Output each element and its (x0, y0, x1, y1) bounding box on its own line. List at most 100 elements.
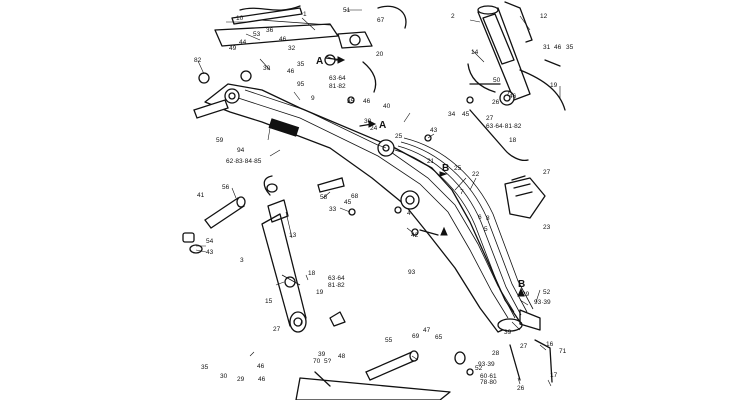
part-label: 52 (475, 365, 483, 372)
part-label: 43 (206, 249, 214, 256)
part-label: 27 (486, 115, 494, 122)
part-label: 81·82 (328, 282, 345, 289)
part-label: 34 (448, 111, 456, 118)
part-label: 63·64 (328, 275, 345, 282)
part-label: 27 (543, 169, 551, 176)
section-markers (325, 56, 525, 297)
part-label: 32 (288, 45, 296, 52)
part-label: 26 (492, 99, 500, 106)
part-label: 47 (423, 327, 431, 334)
part-label: 30 (364, 118, 372, 125)
part-label: 71 (559, 348, 567, 355)
part-label: 19 (550, 82, 558, 89)
part-label: 46 (509, 93, 517, 100)
part-label: 45 (344, 199, 352, 206)
part-label: 60·61 (480, 373, 497, 380)
part-label: 41 (197, 192, 205, 199)
part-label: 46 (554, 44, 562, 51)
part-label: 27 (273, 326, 281, 333)
part-label: 39 (318, 351, 326, 358)
part-label: 81·82 (329, 83, 346, 90)
part-label: 78·80 (480, 379, 497, 386)
part-label: 10 (236, 15, 244, 22)
part-label: 52 (543, 289, 551, 296)
part-label: 26 (517, 385, 525, 392)
part-label: 58 (320, 194, 328, 201)
part-label: 93·39 (478, 361, 495, 368)
part-label: 18 (308, 270, 316, 277)
part-label: 35 (566, 44, 574, 51)
part-label: B (518, 279, 525, 290)
part-label: 14 (471, 49, 479, 56)
part-label: 46 (257, 363, 265, 370)
leader-lines (195, 9, 561, 387)
part-label: 95 (297, 81, 305, 88)
part-label: 44 (239, 39, 247, 46)
pins-and-fittings (182, 54, 561, 400)
part-label: 20 (376, 51, 384, 58)
part-label: 5 (484, 226, 488, 233)
part-label: 29 (522, 291, 530, 298)
part-label: 21 (427, 158, 435, 165)
part-label: 42 (411, 232, 419, 239)
part-label: 12 (540, 13, 548, 20)
part-label: 30 (263, 65, 271, 72)
part-label: 35 (347, 98, 355, 105)
part-label: 50 (493, 77, 501, 84)
part-label: 29 (237, 376, 245, 383)
part-label: 59 (216, 137, 224, 144)
part-label: 82 (194, 57, 202, 64)
part-label: 28 (492, 350, 500, 357)
part-label: 3 (240, 257, 244, 264)
part-label: 63·64 (329, 75, 346, 82)
bucket-cylinder (467, 1, 566, 162)
part-label: 94 (237, 147, 245, 154)
part-label: 67 (377, 17, 385, 24)
part-label: 30 (220, 373, 228, 380)
part-label: 46 (363, 98, 371, 105)
part-label: 55 (385, 337, 393, 344)
part-label: 53 (253, 31, 261, 38)
part-label: 63·64·81·82 (486, 123, 522, 130)
part-label: 5? (324, 358, 332, 365)
part-label: 39 (504, 329, 512, 336)
part-label: 43 (430, 127, 438, 134)
part-label: 68 (351, 193, 359, 200)
part-label: 31 (543, 44, 551, 51)
part-label: 23 (543, 224, 551, 231)
part-label: 46 (279, 36, 287, 43)
part-label: 93 (408, 269, 416, 276)
boom-cylinder (261, 175, 307, 333)
part-label: 16 (546, 341, 554, 348)
part-label: A (316, 56, 323, 67)
part-label: 18 (509, 137, 517, 144)
part-label: 93·39 (534, 299, 551, 306)
part-label: 48 (338, 353, 346, 360)
part-label: B (442, 163, 449, 174)
part-label: 15 (265, 298, 273, 305)
part-label: 24 (370, 125, 378, 132)
part-label: 17 (550, 372, 558, 379)
part-label: 27 (520, 343, 528, 350)
boom-hoses (394, 137, 534, 319)
part-label: 6 (478, 214, 482, 221)
part-label: 54 (206, 238, 214, 245)
part-label: A (379, 120, 386, 131)
part-label: 56 (222, 184, 230, 191)
part-label: 65 (435, 334, 443, 341)
part-label: 35 (297, 61, 305, 68)
part-label: 13 (289, 232, 297, 239)
part-label: 70 (313, 358, 321, 365)
part-label: 46 (287, 68, 295, 75)
part-label: 25 (395, 133, 403, 140)
part-label: 8 (486, 215, 490, 222)
part-label: 33 (329, 206, 337, 213)
part-label: 7 (460, 189, 464, 196)
part-label: 51 (343, 7, 351, 14)
part-label: 45 (462, 111, 470, 118)
part-label: 62·83·84·85 (226, 158, 262, 165)
part-label: 19 (316, 289, 324, 296)
part-label: 2 (451, 13, 455, 20)
